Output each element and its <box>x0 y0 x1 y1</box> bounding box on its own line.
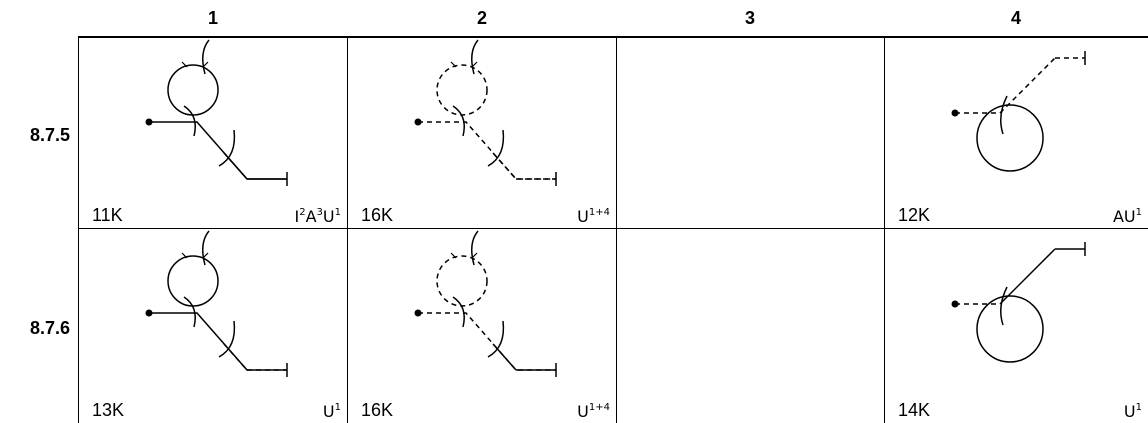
cell-flags: U1+4 <box>577 402 610 421</box>
grid-line-top <box>78 36 1148 38</box>
cell-8-7-5-col1: 11K I2A3U1 <box>79 38 347 228</box>
flag-letter: A <box>305 207 317 226</box>
flag-superscript: 1 <box>334 207 341 218</box>
tick-mark <box>450 252 457 259</box>
column-header-1: 1 <box>207 8 218 28</box>
flag-superscript: 1 <box>1135 402 1142 413</box>
cell-8-7-6-col2: 16K U1+4 <box>348 229 616 423</box>
cell-code: 16K <box>361 205 394 225</box>
flag-superscript: 3 <box>316 207 323 218</box>
route-line <box>149 312 287 371</box>
route-line <box>149 121 287 180</box>
grid-line-v3 <box>884 36 885 423</box>
flag-superscript: 1 <box>334 402 341 413</box>
route-exit-segment <box>223 343 248 371</box>
column-header-4: 4 <box>1010 8 1021 28</box>
row-header-8-7-5: 8.7.5 <box>29 125 70 145</box>
route-diagram <box>951 51 1086 172</box>
route-line <box>418 312 556 371</box>
grid-line-middle <box>78 228 1148 229</box>
flag-letter: U <box>322 207 335 226</box>
crossing-arc <box>202 230 210 266</box>
flag-superscript: 2 <box>299 207 306 218</box>
crossing-arc <box>1000 95 1008 135</box>
grid-line-v2 <box>616 36 617 423</box>
cell-flags: AU1 <box>1113 207 1142 226</box>
cell-8-7-5-col3 <box>617 38 884 228</box>
crossing-arc <box>183 105 196 137</box>
flag-superscript: 1+4 <box>588 207 610 218</box>
flag-letter: U <box>577 402 589 421</box>
cell-code: 16K <box>361 400 394 420</box>
cell-flags: U1 <box>1124 402 1142 421</box>
cell-8-7-6-col1: 13K U1 <box>79 229 347 423</box>
crossing-arc <box>183 296 196 328</box>
cell-code: 13K <box>92 400 125 420</box>
flag-letter: U <box>1123 402 1136 421</box>
flag-superscript: 1 <box>1135 207 1142 218</box>
crossing-arc <box>218 320 236 358</box>
route-diagram <box>145 230 288 377</box>
crossing-arc <box>452 105 465 137</box>
crossing-arc <box>471 230 479 266</box>
loop-circle <box>436 255 488 307</box>
route-exit-segment <box>999 248 1056 305</box>
route-diagram <box>951 242 1086 363</box>
tick-mark <box>181 252 188 259</box>
cell-code: 14K <box>898 400 931 420</box>
flag-letter: U <box>322 402 335 421</box>
cell-code: 12K <box>898 205 931 225</box>
route-diagram <box>414 39 557 186</box>
cell-8-7-6-col4: 14K U1 <box>885 229 1148 423</box>
flag-letter: U <box>577 207 589 226</box>
loop-circle <box>167 255 219 307</box>
column-header-2: 2 <box>476 8 487 28</box>
crossing-arc <box>202 39 210 75</box>
grid-line-v1 <box>347 36 348 423</box>
route-diagram <box>414 230 557 377</box>
grid-line-v0 <box>78 36 79 423</box>
route-exit-segment <box>492 343 517 371</box>
cell-8-7-5-col2: 16K U1+4 <box>348 38 616 228</box>
crossing-arc <box>471 39 479 75</box>
flag-letter: AU <box>1112 207 1136 226</box>
loop-circle <box>167 64 219 116</box>
cell-flags: I2A3U1 <box>294 207 341 226</box>
loop-circle <box>976 104 1044 172</box>
route-line <box>418 121 556 180</box>
crossing-arc <box>487 129 505 167</box>
crossing-arc <box>218 129 236 167</box>
route-diagram <box>145 39 288 186</box>
cell-flags: U1 <box>323 402 341 421</box>
loop-circle <box>976 295 1044 363</box>
tick-mark <box>181 61 188 68</box>
crossing-arc <box>452 296 465 328</box>
cell-8-7-5-col4: 12K AU1 <box>885 38 1148 228</box>
flag-letter: I <box>294 207 300 226</box>
cell-code: 11K <box>92 205 123 225</box>
column-header-3: 3 <box>744 8 755 28</box>
route-exit-segment <box>223 152 248 180</box>
crossing-arc <box>487 320 505 358</box>
tick-mark <box>450 61 457 68</box>
cell-flags: U1+4 <box>577 207 610 226</box>
cell-8-7-6-col3 <box>617 229 884 423</box>
loop-circle <box>436 64 488 116</box>
route-exit-segment <box>999 57 1056 114</box>
route-exit-segment <box>492 152 517 180</box>
flag-superscript: 1+4 <box>588 402 610 413</box>
row-header-8-7-6: 8.7.6 <box>29 318 70 338</box>
crossing-arc <box>1000 286 1008 326</box>
